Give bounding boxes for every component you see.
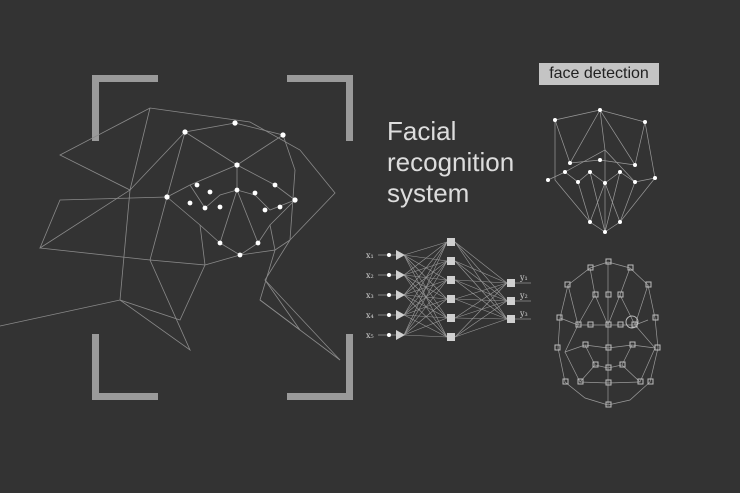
- wireframe-face: [0, 107, 341, 361]
- input-label: x₃: [366, 291, 374, 300]
- input-node: [396, 310, 405, 320]
- input-node: [396, 270, 405, 280]
- landmark-grid-face: [557, 261, 659, 406]
- input-label: x₅: [366, 331, 374, 340]
- output-node: [507, 315, 515, 323]
- hidden-node: [447, 238, 455, 246]
- viewfinder-corner-bottom-right: [287, 393, 353, 400]
- output-layer: y₁ y₂ y₃: [507, 273, 531, 323]
- input-label: x₂: [366, 271, 374, 280]
- face-detection-badge: face detection: [539, 63, 659, 85]
- hidden-node: [447, 257, 455, 265]
- detection-mesh-points: [546, 108, 657, 234]
- hidden-node: [447, 333, 455, 341]
- input-dot: [387, 293, 391, 297]
- title-line-2: recognition: [387, 147, 515, 177]
- viewfinder-corner-bottom-left-v: [92, 334, 99, 400]
- hidden-node: [447, 314, 455, 322]
- output-node: [507, 279, 515, 287]
- input-node: [396, 330, 405, 340]
- input-dot: [387, 253, 391, 257]
- title-line-1: Facial: [387, 116, 457, 146]
- input-node: [396, 250, 405, 260]
- input-node: [396, 290, 405, 300]
- viewfinder-corner-bottom-left: [92, 393, 158, 400]
- output-label: y₂: [519, 291, 528, 300]
- input-layer: x₁ x₂ x₃ x₄ x₅: [366, 250, 405, 340]
- focus-ring: [625, 315, 639, 329]
- network-connections: [403, 241, 508, 338]
- input-dot: [387, 313, 391, 317]
- title-line-3: system: [387, 178, 470, 208]
- hidden-layers: [447, 238, 455, 341]
- input-dot: [387, 273, 391, 277]
- output-node: [507, 297, 515, 305]
- landmark-grid-points: [554, 258, 661, 408]
- neural-network: x₁ x₂ x₃ x₄ x₅ y₁ y₂ y₃: [366, 238, 531, 341]
- viewfinder-corner-top-right: [287, 75, 353, 82]
- viewfinder-frame: [92, 75, 353, 400]
- page-title: Facial recognition system: [387, 116, 514, 209]
- hidden-node: [447, 276, 455, 284]
- input-label: x₁: [366, 251, 374, 260]
- output-label: y₁: [519, 273, 528, 282]
- face-landmark-points: [164, 120, 298, 258]
- input-label: x₄: [366, 311, 374, 320]
- viewfinder-corner-top-left: [92, 75, 158, 82]
- viewfinder-corner-bottom-right-v: [346, 334, 353, 400]
- output-label: y₃: [519, 309, 528, 318]
- viewfinder-corner-top-right-v: [346, 75, 353, 141]
- input-dot: [387, 333, 391, 337]
- viewfinder-corner-top-left-v: [92, 75, 99, 141]
- hidden-node: [447, 295, 455, 303]
